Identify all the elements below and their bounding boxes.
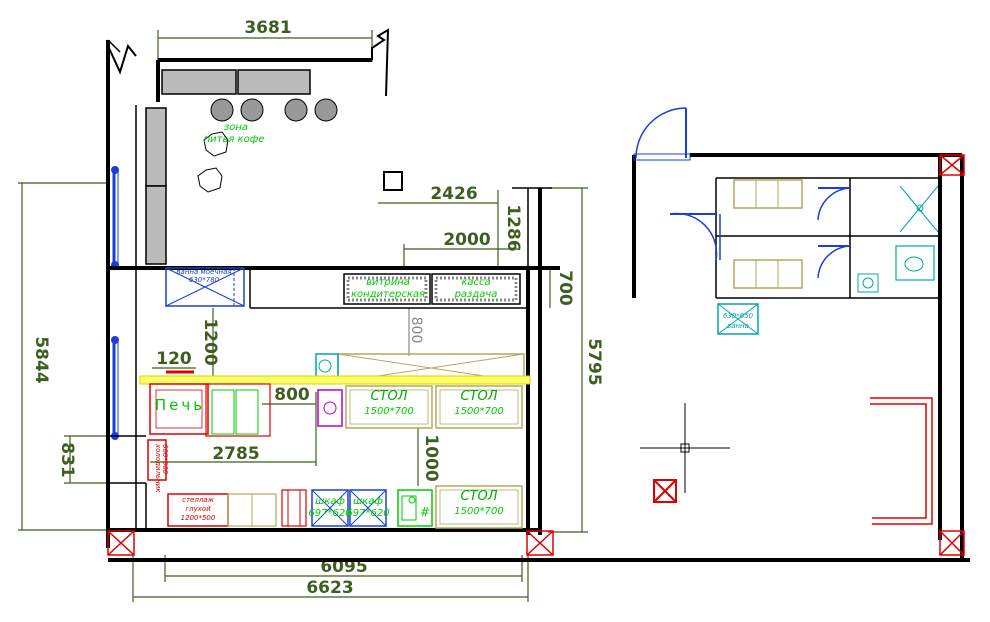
label-table-3-title: СТОЛ [460,489,497,504]
label-fridge-2: 600*500 [161,444,169,475]
label-table-2-size: 1500*700 [454,406,504,417]
label-bath-1: 630*650 [723,312,754,320]
wash-unit-left [165,267,245,307]
label-cashier-2: раздача [454,289,498,300]
table-2 [435,385,523,429]
showcase-counter [343,273,521,305]
label-wash-unit-1: ванна моечная [176,268,231,276]
column-markers [107,154,965,556]
shelf [167,489,307,527]
label-cabinet-2-title: шкаф [353,496,383,507]
label-cashier-1: касса [461,277,490,288]
label-table-2-title: СТОЛ [460,389,497,404]
label-cafe-zone-2: питья кофе [204,134,265,145]
label-shelf-2: глухой [185,505,211,513]
label-showcase-2: кондитерская [351,289,425,300]
dim-2785: 2785 [212,444,259,464]
label-shelf-1: стеллаж [182,496,214,504]
dim-831: 831 [57,442,77,478]
walls-left [106,28,970,562]
label-shelf-3: 1200*500 [181,514,216,522]
sink: # [397,489,433,527]
label-table-1-size: 1500*700 [364,406,414,417]
label-table-3-size: 1500*700 [454,506,504,517]
dim-800-horizontal: 800 [274,385,310,405]
label-table-1-title: СТОЛ [370,389,407,404]
dim-1286: 1286 [503,204,523,251]
label-cabinet-1-size: 697*620 [308,508,351,519]
dimension-lines [18,30,588,602]
dim-1000: 1000 [421,434,441,481]
dim-120: 120 [156,349,192,369]
cafe-zone [145,69,403,265]
restroom-fixtures [733,179,939,293]
label-fridge-1: холодильник [154,443,162,493]
table-1 [345,385,433,429]
svg-text:#: # [420,505,430,519]
table-3 [435,485,523,529]
dim-2426: 2426 [430,184,477,204]
cabinets [311,489,387,527]
dim-top-width: 3681 [244,18,291,38]
label-oven: Печь [155,396,205,414]
dim-700: 700 [555,270,575,306]
red-bracket [870,397,933,525]
label-bath-2: ванна [727,322,749,330]
yellow-beam [139,375,531,385]
label-cabinet-2-size: 697*620 [346,508,389,519]
label-showcase-1: витрина [366,277,410,288]
dim-5795: 5795 [584,338,604,385]
dim-5844: 5844 [31,336,51,383]
bath-unit-right [717,303,759,335]
label-wash-unit-2: 630*780 [189,276,220,284]
dim-6623: 6623 [306,578,353,598]
crosshair-cursor [640,403,730,493]
dim-800-vertical: 800 [408,317,424,344]
magenta-unit [317,389,343,427]
dim-2000: 2000 [443,230,490,250]
oven [149,370,271,437]
label-cabinet-1-title: шкаф [315,496,345,507]
label-cafe-zone-1: зона [224,122,248,133]
dim-1200: 1200 [200,318,220,365]
walls-right [632,107,964,560]
fridge-small [147,439,167,481]
